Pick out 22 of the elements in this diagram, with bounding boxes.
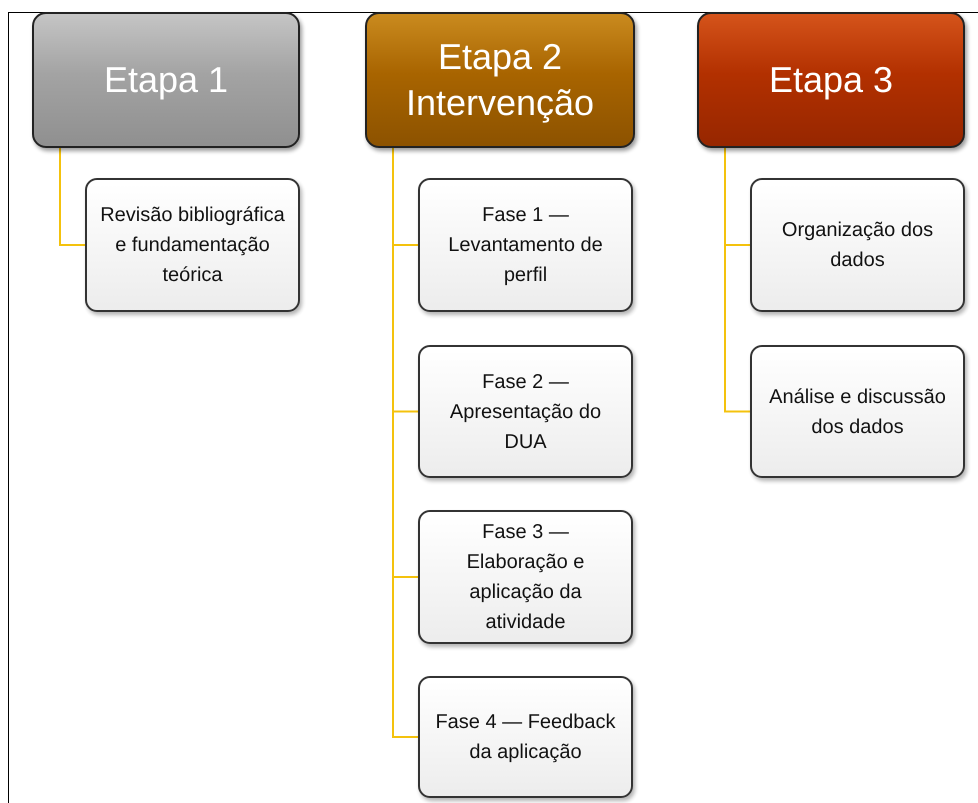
connector-line	[59, 148, 85, 246]
phase-box	[418, 345, 633, 478]
stage-header-box	[32, 12, 300, 148]
phase-box	[85, 178, 300, 312]
phase-text: Fase 4 — Feedback da aplicação	[434, 710, 617, 765]
stage-header-box	[365, 12, 635, 148]
stage-title: Etapa 1	[104, 58, 228, 102]
phase-text: Revisão bibliográfica e fundamentação teórica	[99, 203, 286, 288]
phase-box	[418, 178, 633, 312]
stage-title: Etapa 3	[768, 58, 894, 102]
connector-line	[724, 148, 750, 412]
phase-box	[418, 676, 633, 798]
phase-text: Fase 2 — Apresentação do DUA	[448, 370, 602, 454]
phase-text: Organização dos dados	[780, 218, 934, 273]
phase-text: Fase 3 — Elaboração e aplicação da atividade	[466, 520, 586, 635]
phase-box	[750, 178, 965, 312]
phase-text: Análise e discussão dos dados	[768, 384, 947, 440]
phase-box	[750, 345, 965, 478]
phase-box	[418, 510, 633, 644]
stage-title: Etapa 2 Intervenção	[404, 35, 596, 125]
stage-header-box	[697, 12, 965, 148]
phase-text: Fase 1 — Levantamento de perfil	[447, 203, 604, 288]
